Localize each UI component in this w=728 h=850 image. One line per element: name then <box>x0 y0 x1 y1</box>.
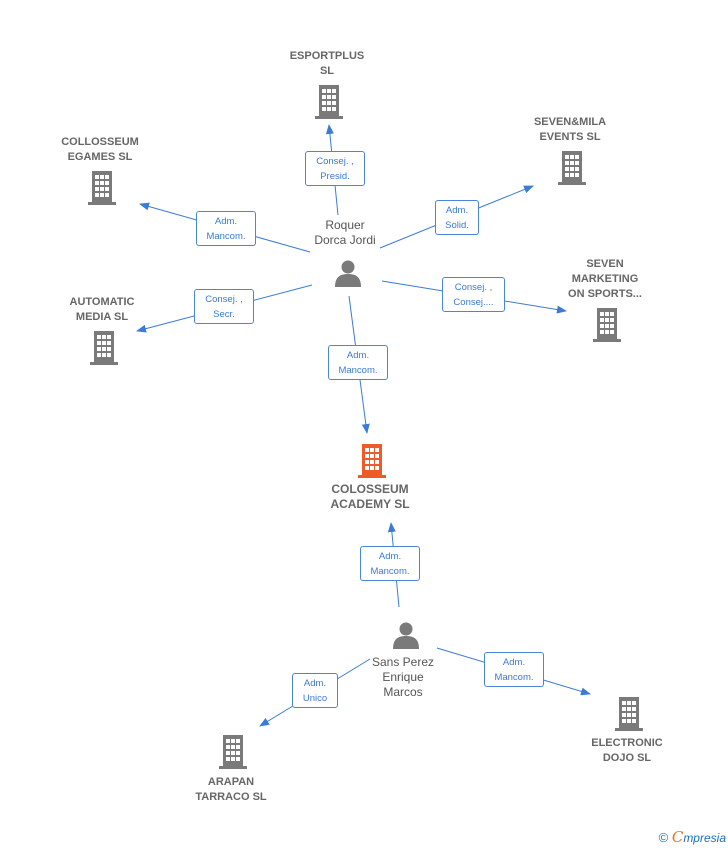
role-text: Adm. <box>214 216 238 227</box>
main-building-icon[interactable] <box>356 443 388 479</box>
company-electronic-dojo-label[interactable]: ELECTRONIC DOJO SL <box>577 736 677 766</box>
person-name-line: Enrique <box>382 670 424 684</box>
main-company-label[interactable]: COLOSSEUM ACADEMY SL <box>310 482 430 512</box>
role-text: Consej. , <box>316 156 354 167</box>
role-text: Adm. <box>445 205 469 216</box>
company-name-line: DOJO SL <box>602 752 652 764</box>
company-name-line: COLOSSEUM <box>331 482 409 496</box>
company-arapan-label[interactable]: ARAPAN TARRACO SL <box>181 775 281 805</box>
building-icon[interactable] <box>313 84 345 120</box>
company-name-line: SL <box>319 65 335 77</box>
person-name-line: Roquer <box>325 218 365 232</box>
company-name-line: ARAPAN <box>207 776 255 788</box>
role-text: Adm. <box>378 551 402 562</box>
person-name-line: Sans Perez <box>371 655 435 669</box>
role-text: Consej.... <box>453 297 494 308</box>
role-label-sevenmila[interactable]: Adm. Solid. <box>435 200 479 235</box>
role-text: Mancom. <box>338 365 378 376</box>
building-icon[interactable] <box>613 696 645 732</box>
person-name-line: Dorca Jordi <box>314 233 376 247</box>
role-text: Presid. <box>320 171 350 182</box>
company-name-line: EGAMES SL <box>67 151 133 163</box>
company-name-line: AUTOMATIC <box>69 296 135 308</box>
brand-logo-initial: C <box>671 828 684 846</box>
role-text: Consej. , <box>205 294 243 305</box>
role-label-collosseum[interactable]: Adm. Mancom. <box>196 211 256 246</box>
company-name-line: ON SPORTS... <box>568 288 642 300</box>
company-name-line: SEVEN <box>586 258 624 270</box>
brand-footer[interactable]: © Cmpresia <box>659 828 726 846</box>
role-text: Unico <box>302 693 328 704</box>
company-seven-marketing-label[interactable]: SEVEN MARKETING ON SPORTS... <box>555 257 655 302</box>
role-label-arapan[interactable]: Adm. Unico <box>292 673 338 708</box>
person-roquer-label[interactable]: Roquer Dorca Jordi <box>295 218 395 248</box>
company-automatic-media-label[interactable]: AUTOMATIC MEDIA SL <box>52 295 152 325</box>
company-name-line: TARRACO SL <box>195 791 267 803</box>
role-text: Mancom. <box>370 566 410 577</box>
role-text: Adm. <box>502 657 526 668</box>
company-name-line: ELECTRONIC <box>591 737 663 749</box>
role-text: Adm. <box>303 678 327 689</box>
role-label-esportplus[interactable]: Consej. , Presid. <box>305 151 365 186</box>
company-name-line: SEVEN&MILA <box>533 116 607 128</box>
copyright-symbol: © <box>658 830 669 845</box>
role-text: Adm. <box>346 350 370 361</box>
role-label-electronic[interactable]: Adm. Mancom. <box>484 652 544 687</box>
company-name-line: MARKETING <box>571 273 639 285</box>
role-text: Mancom. <box>494 672 534 683</box>
company-name-line: ESPORTPLUS <box>289 50 365 62</box>
company-name-line: EVENTS SL <box>539 131 601 143</box>
building-icon[interactable] <box>217 734 249 770</box>
person-sans-label[interactable]: Sans Perez Enrique Marcos <box>353 655 453 700</box>
company-sevenmila-label[interactable]: SEVEN&MILA EVENTS SL <box>520 115 620 145</box>
person-name-line: Marcos <box>383 685 423 699</box>
role-text: Mancom. <box>206 231 246 242</box>
building-icon[interactable] <box>88 330 120 366</box>
role-text: Consej. , <box>454 282 493 293</box>
company-name-line: ACADEMY SL <box>330 497 410 511</box>
person-icon[interactable] <box>333 258 363 288</box>
person-icon[interactable] <box>391 620 421 650</box>
role-text: Solid. <box>445 220 469 231</box>
role-text: Secr. <box>213 309 235 320</box>
building-icon[interactable] <box>86 170 118 206</box>
brand-logo-text: mpresia <box>683 831 726 845</box>
building-icon[interactable] <box>556 150 588 186</box>
role-label-automatic[interactable]: Consej. , Secr. <box>194 289 254 324</box>
role-label-main-roquer[interactable]: Adm. Mancom. <box>328 345 388 380</box>
role-label-seven-marketing[interactable]: Consej. , Consej.... <box>442 277 505 312</box>
company-collosseum-egames-label[interactable]: COLLOSSEUM EGAMES SL <box>50 135 150 165</box>
building-icon[interactable] <box>591 307 623 343</box>
role-label-main-sans[interactable]: Adm. Mancom. <box>360 546 420 581</box>
company-esportplus-label[interactable]: ESPORTPLUS SL <box>277 49 377 79</box>
company-name-line: MEDIA SL <box>75 311 129 323</box>
company-name-line: COLLOSSEUM <box>61 136 139 148</box>
